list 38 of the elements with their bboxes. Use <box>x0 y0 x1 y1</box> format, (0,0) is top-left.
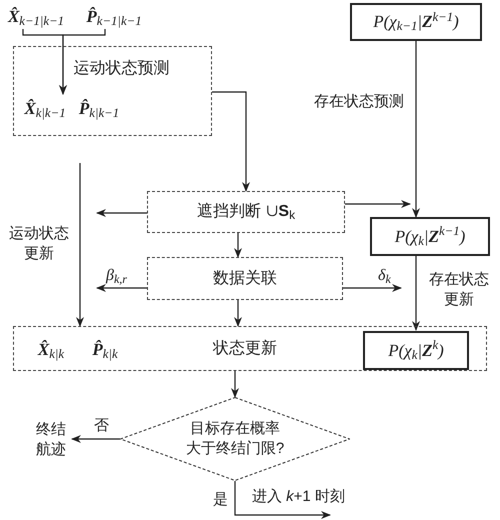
arrow <box>345 200 411 208</box>
probability-formula: P(χ$_{k−1}$|Z$^{k−1}$) <box>373 9 459 35</box>
probability-box <box>350 3 482 41</box>
annotation-text: 运动状态更新 <box>8 224 70 264</box>
arrow <box>212 91 250 192</box>
next-step-text: 进入 k+1 时刻 <box>252 487 345 507</box>
edge-label: 否 <box>94 417 109 434</box>
terminal-text: 终结航迹 <box>35 420 67 460</box>
arrow <box>412 256 420 331</box>
arrow <box>96 284 147 292</box>
arrow <box>343 284 402 292</box>
arrow <box>412 41 420 218</box>
arrow <box>234 300 242 327</box>
edge-label: δ$_{k}$ <box>378 267 391 284</box>
process-box <box>13 326 487 371</box>
arrow <box>234 481 331 519</box>
arrow <box>76 163 84 327</box>
edge-label: β$_{k,r}$ <box>106 267 127 284</box>
process-title: 数据关联 <box>213 268 277 288</box>
process-box <box>147 191 345 233</box>
process-box <box>13 46 212 136</box>
process-title: 状态更新 <box>213 338 277 358</box>
arrow <box>59 29 106 95</box>
process-box <box>147 257 343 300</box>
process-title: 遮挡判断 ∪S$_{k}$ <box>196 202 296 224</box>
annotation-text: 存在状态更新 <box>428 270 490 310</box>
probability-formula: P(χ$_{k}$|Z$^{k−1}$) <box>394 224 466 250</box>
probability-formula: P(χ$_{k}$|Z$^{k}$) <box>388 338 444 364</box>
process-title: 运动状态预测 <box>74 58 170 79</box>
edge-label: 是 <box>213 491 228 508</box>
arrow <box>234 233 242 258</box>
decision-text: 目标存在概率大于终结门限? <box>185 419 285 459</box>
arrow <box>231 371 239 398</box>
annotation-text: 存在状态预测 <box>314 92 404 112</box>
arrow <box>71 435 120 443</box>
arrow <box>96 209 147 217</box>
probability-box <box>363 331 469 370</box>
probability-box <box>370 217 490 256</box>
